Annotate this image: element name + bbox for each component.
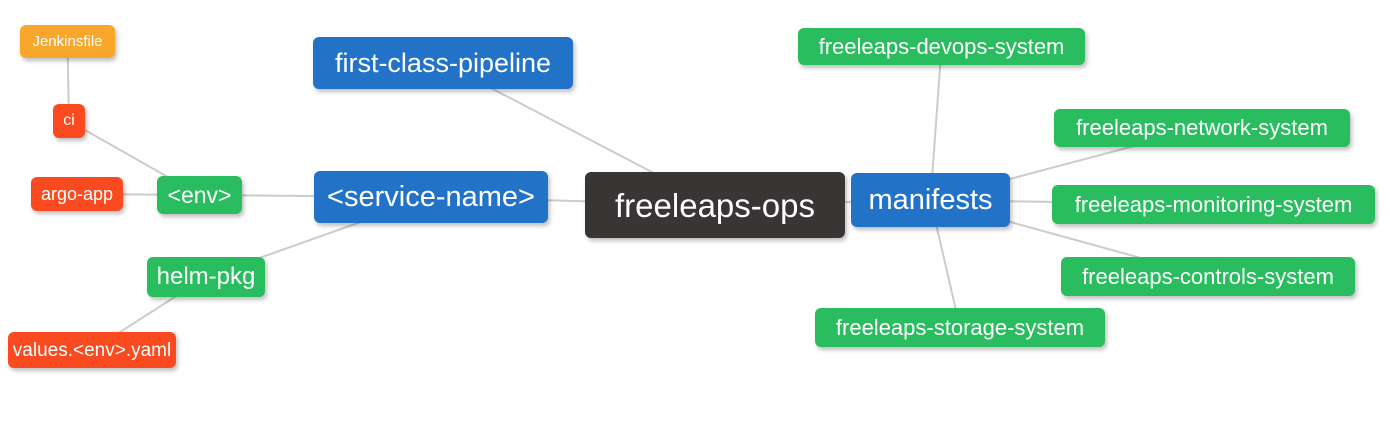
node-freeleaps-controls-system[interactable]: freeleaps-controls-system [1061,257,1355,296]
node-freeleaps-devops-system[interactable]: freeleaps-devops-system [798,28,1085,65]
node-freeleaps-ops[interactable]: freeleaps-ops [585,172,845,238]
node-argo-app[interactable]: argo-app [31,177,123,211]
node-helm-pkg[interactable]: helm-pkg [147,257,265,297]
node-env[interactable]: <env> [157,176,242,214]
node-freeleaps-storage-system[interactable]: freeleaps-storage-system [815,308,1105,347]
node-values-env-yaml[interactable]: values.<env>.yaml [8,332,176,368]
node-manifests[interactable]: manifests [851,173,1010,227]
node-freeleaps-monitoring-system[interactable]: freeleaps-monitoring-system [1052,185,1375,224]
node-first-class-pipeline[interactable]: first-class-pipeline [313,37,573,89]
node-ci[interactable]: ci [53,104,85,138]
node-service-name[interactable]: <service-name> [314,171,548,223]
node-jenkinsfile[interactable]: Jenkinsfile [20,25,115,58]
node-freeleaps-network-system[interactable]: freeleaps-network-system [1054,109,1350,147]
